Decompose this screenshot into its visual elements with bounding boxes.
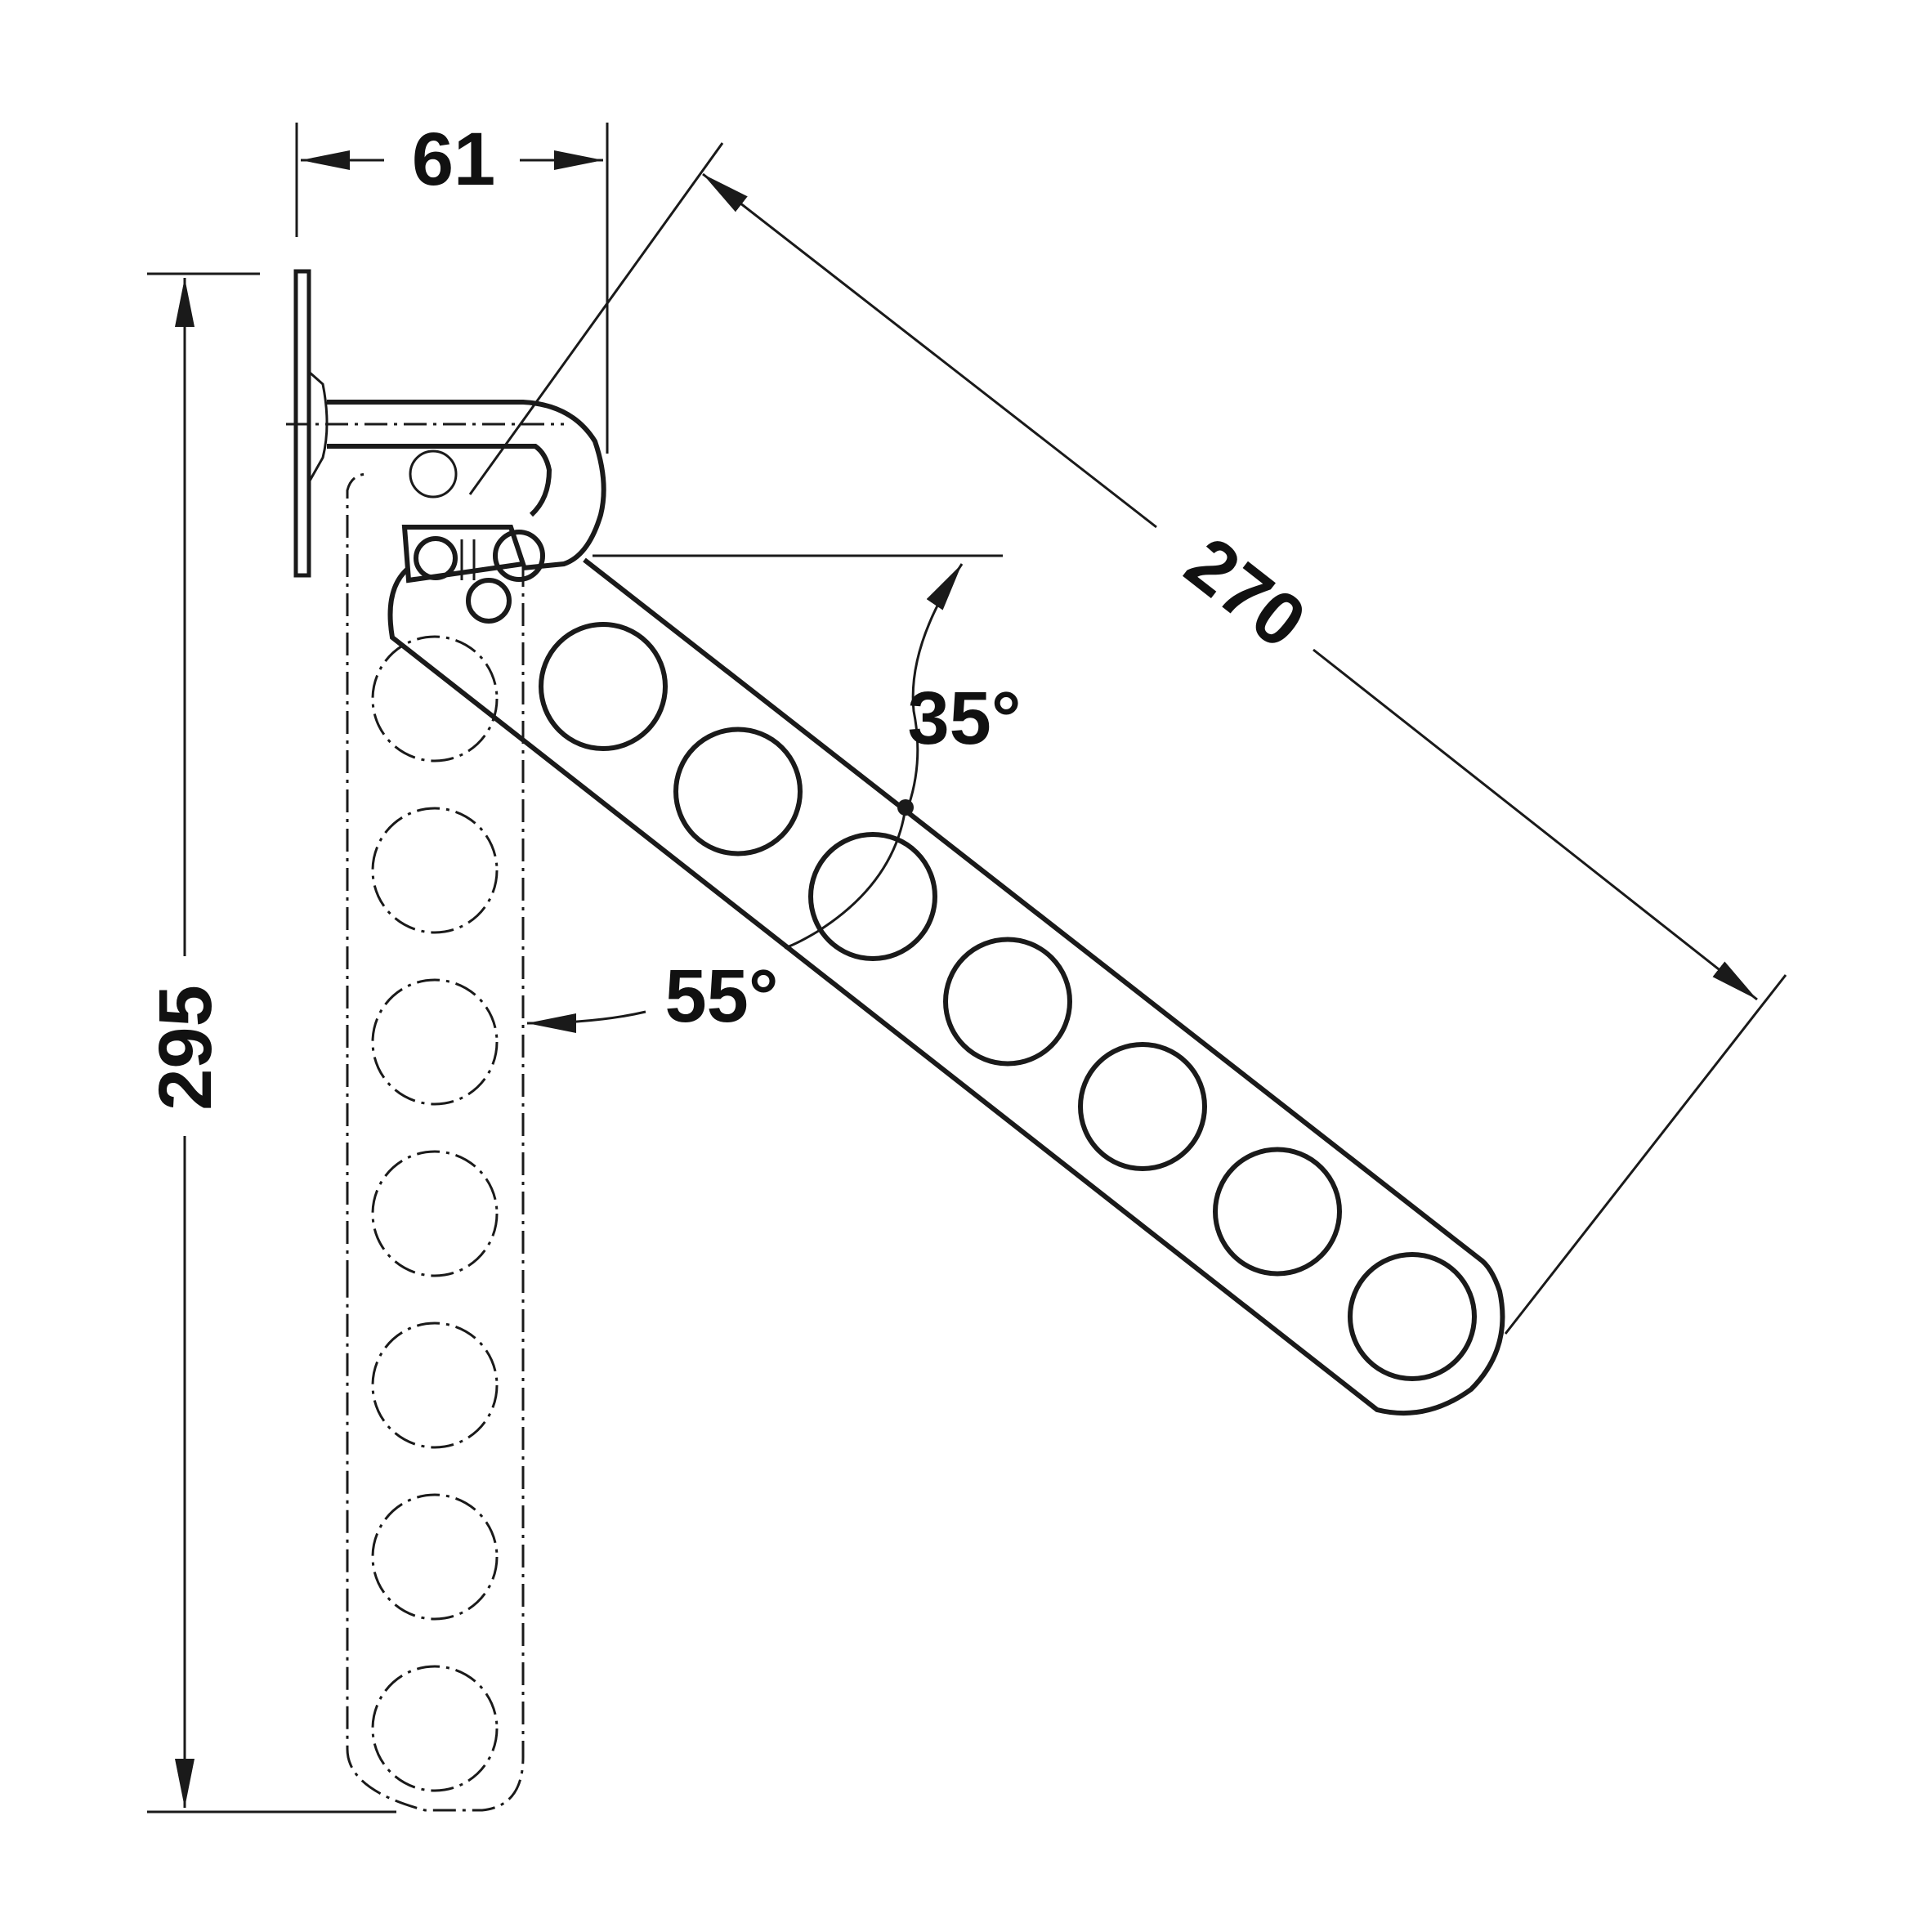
ext-line-270-top [468, 142, 724, 495]
angle-arc-55-lower [526, 1010, 646, 1033]
dimension-label-61: 61 [412, 118, 495, 201]
wall-mount [286, 269, 606, 624]
arm-holes [539, 622, 1477, 1381]
dimension-270: 270 [468, 142, 1787, 1335]
arm-hole [1213, 1147, 1342, 1277]
folded-rail-hole [371, 807, 499, 934]
angle-label-35: 35° [907, 677, 1021, 760]
folded-rail-hole [371, 1665, 499, 1792]
arm-hole [943, 937, 1072, 1067]
dim-arrow-270-top [702, 172, 1157, 529]
folded-rail-hole [371, 1493, 499, 1621]
dimension-61: 61 [295, 118, 609, 454]
bracket-arm-tube [327, 400, 606, 570]
folded-rail-hole [371, 978, 499, 1106]
mount-flange [307, 370, 329, 483]
arm-outline [387, 557, 1505, 1416]
dim-arrow-270-bottom [1313, 648, 1758, 1001]
arm-hole [808, 832, 937, 961]
hinge-knuckle-4 [466, 578, 512, 624]
arm-hole [1348, 1252, 1477, 1381]
folded-rail-hole [371, 1150, 499, 1277]
folded-rail-hole [371, 1322, 499, 1449]
angle-label-55: 55° [664, 955, 778, 1038]
folded-rail-outline [346, 472, 525, 1812]
angle-arc-55 [784, 807, 907, 950]
folded-rail-holes [371, 635, 499, 1792]
dimension-label-295: 295 [144, 985, 227, 1111]
ext-line-270-bottom [1504, 974, 1787, 1335]
dimension-label-270: 270 [1170, 521, 1321, 664]
bracket-arm-tube-lower [327, 444, 552, 517]
folded-rail-hole [371, 635, 499, 763]
hinge-knuckle-3 [493, 530, 545, 582]
angle-35: 35° [593, 554, 1022, 816]
arm-hole [673, 727, 803, 856]
dimension-295: 295 [144, 272, 396, 1813]
folded-rail [346, 472, 525, 1812]
hinge-knuckle-1 [409, 449, 458, 499]
angle-arc-35 [907, 563, 964, 806]
deployed-arm [387, 557, 1505, 1416]
hinge-knuckle-2 [414, 536, 458, 580]
arm-hole [1078, 1042, 1207, 1171]
angle-55: 55° [526, 807, 907, 1038]
arm-hole [539, 622, 668, 751]
